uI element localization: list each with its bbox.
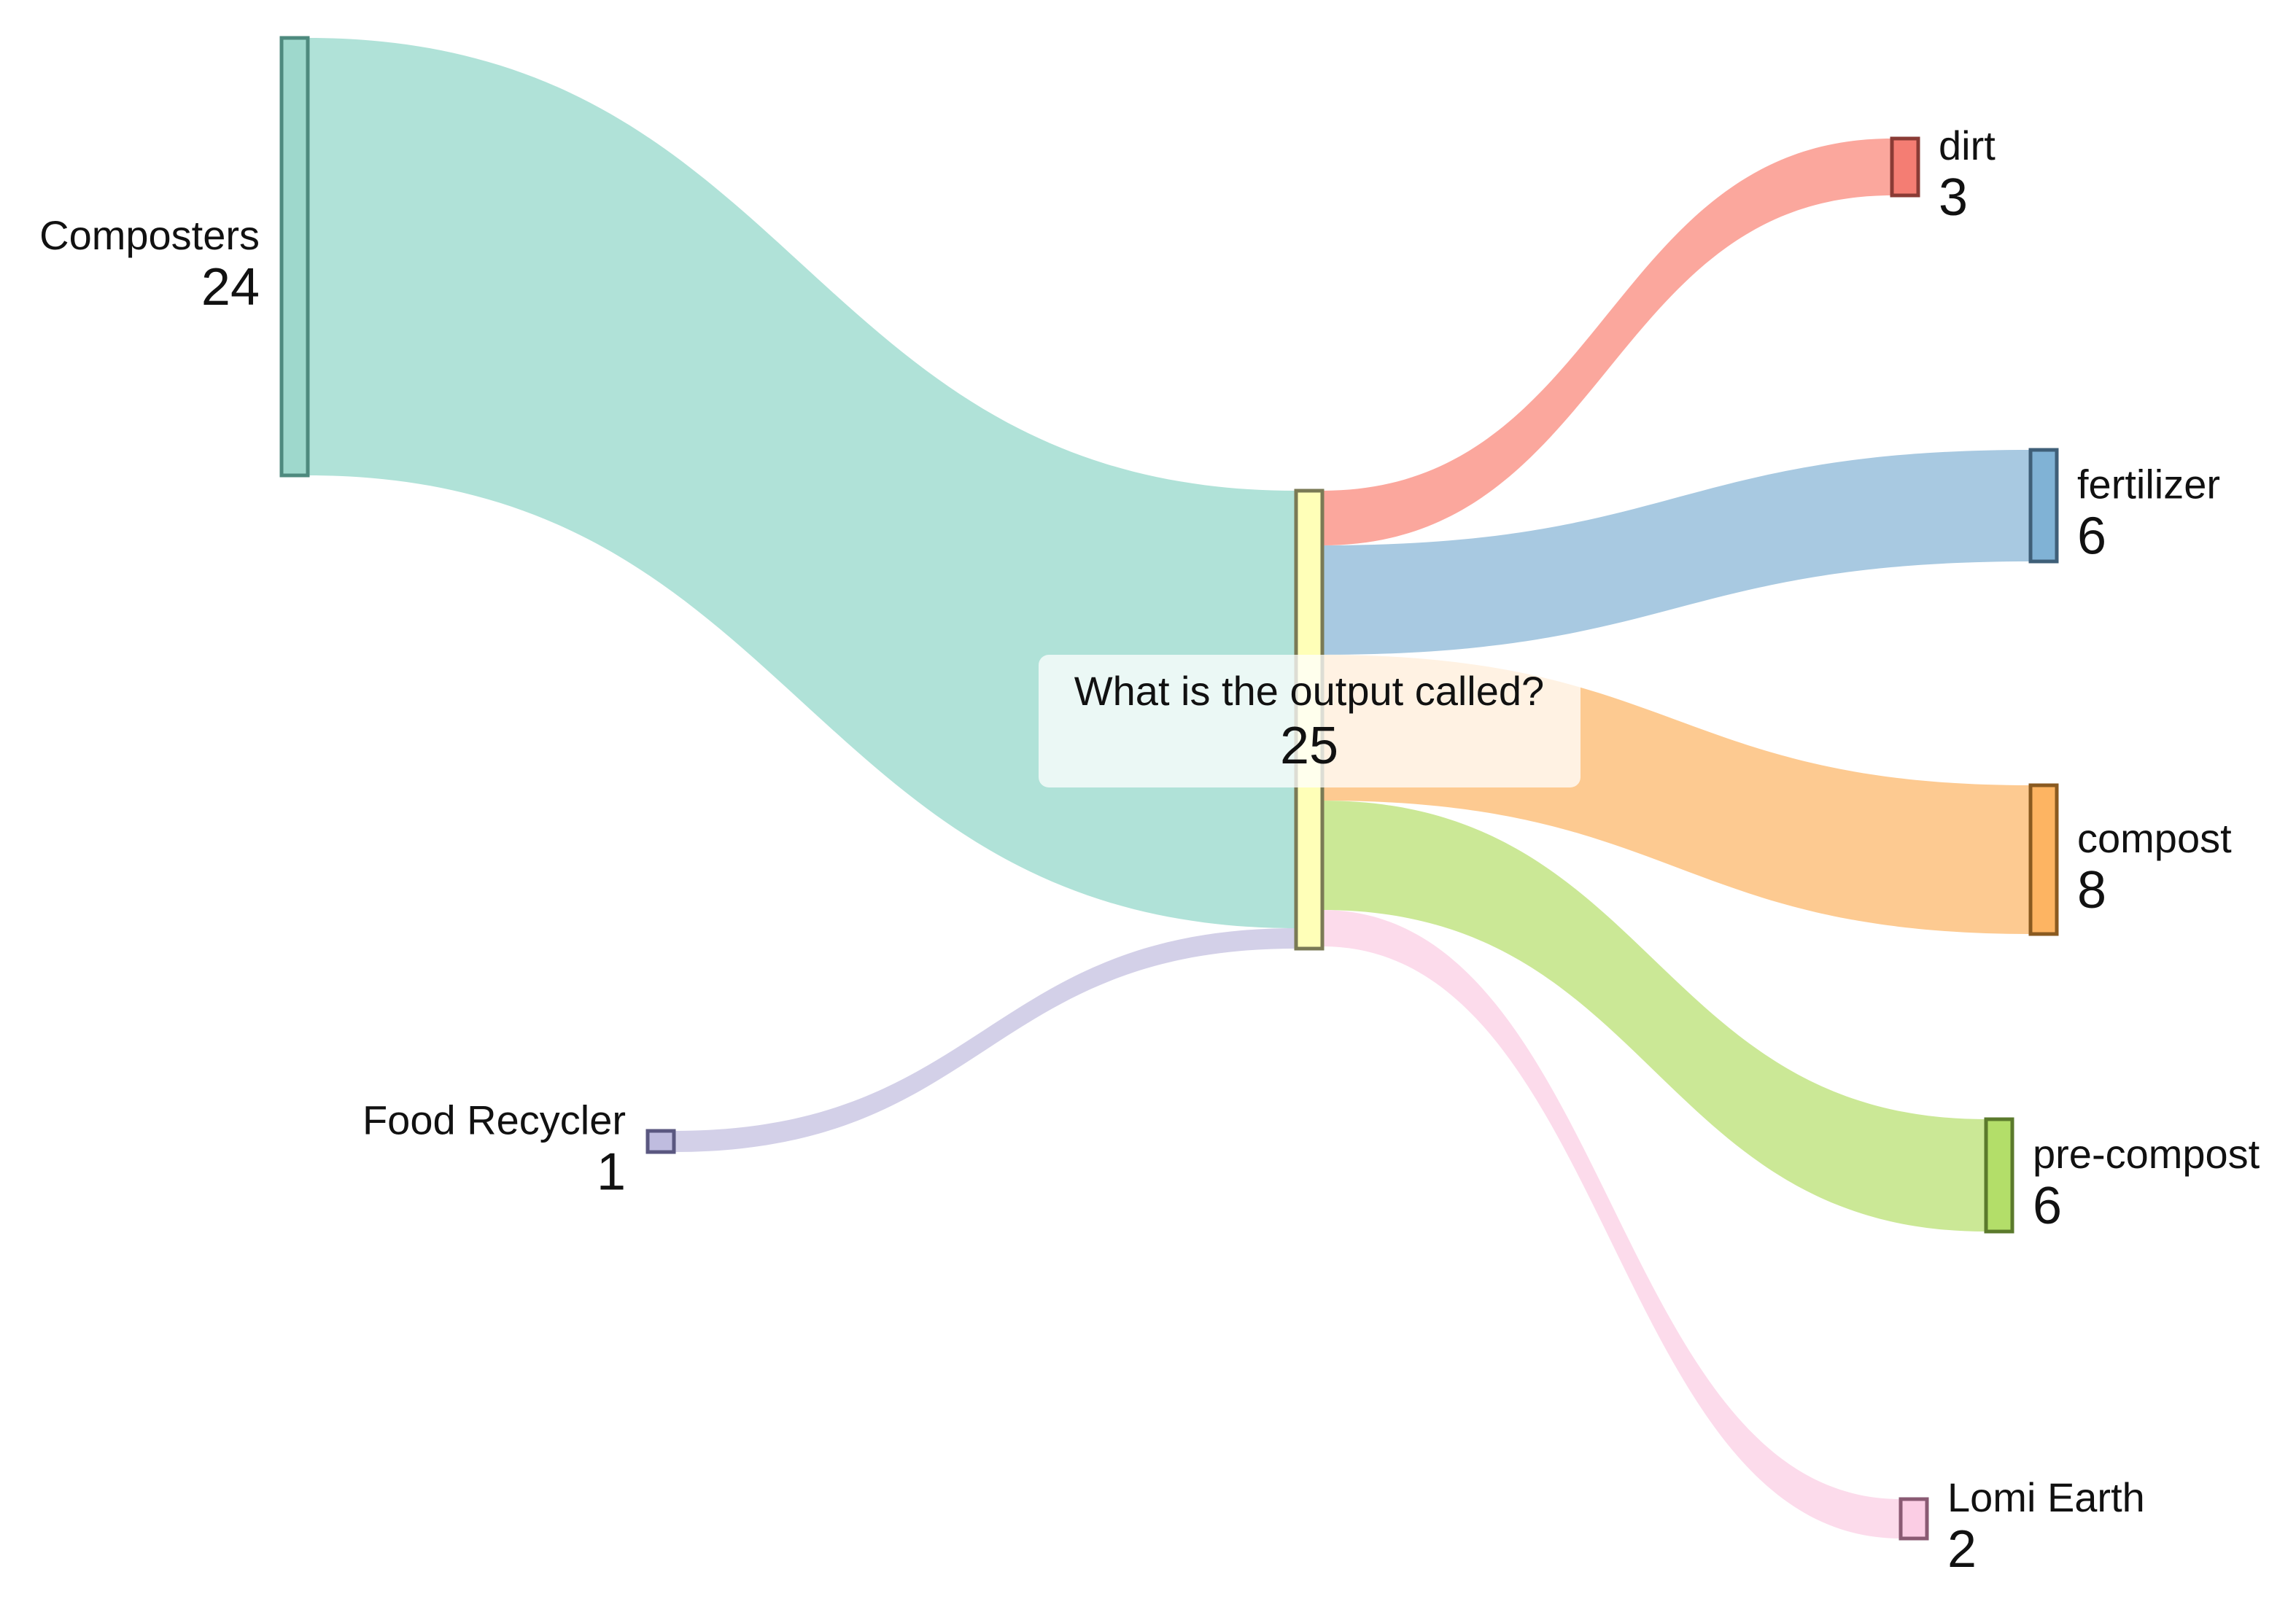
- node-label-fertilizer: fertilizer: [2077, 462, 2220, 507]
- node-label-background: [1039, 655, 1581, 787]
- node-precompost: [1984, 1117, 2014, 1234]
- sankey-links: [308, 38, 2031, 1538]
- link-mid-to-dirt: [1322, 139, 1892, 545]
- node-label-compost: compost: [2077, 815, 2232, 861]
- node-value-food: 1: [597, 1143, 626, 1202]
- node-food: [645, 1129, 676, 1154]
- node-dirt: [1890, 136, 1920, 198]
- node-value-lomi: 2: [1947, 1520, 1977, 1579]
- node-value-fertilizer: 6: [2077, 507, 2106, 566]
- link-mid-to-fertilizer: [1322, 450, 2031, 655]
- node-compost: [2028, 783, 2059, 936]
- node-lomi: [1899, 1497, 1929, 1541]
- node-value-mid: 25: [1280, 717, 1338, 775]
- node-composters: [279, 36, 310, 478]
- node-label-lomi: Lomi Earth: [1947, 1474, 2145, 1520]
- link-food-to-mid: [674, 928, 1296, 1152]
- node-fertilizer: [2028, 448, 2059, 564]
- node-label-composters: Composters: [39, 212, 260, 258]
- node-label-dirt: dirt: [1939, 122, 1996, 168]
- node-value-dirt: 3: [1939, 168, 1968, 227]
- link-mid-to-lomi: [1322, 910, 1901, 1538]
- link-composters-to-mid: [308, 38, 1296, 928]
- node-label-food: Food Recycler: [362, 1097, 626, 1143]
- node-value-composters: 24: [201, 258, 260, 316]
- node-label-precompost: pre-compost: [2033, 1131, 2260, 1177]
- node-label-mid: What is the output called?: [1074, 668, 1544, 714]
- link-mid-to-precompost: [1322, 801, 1986, 1232]
- node-value-compost: 8: [2077, 861, 2106, 919]
- node-value-precompost: 6: [2033, 1177, 2062, 1235]
